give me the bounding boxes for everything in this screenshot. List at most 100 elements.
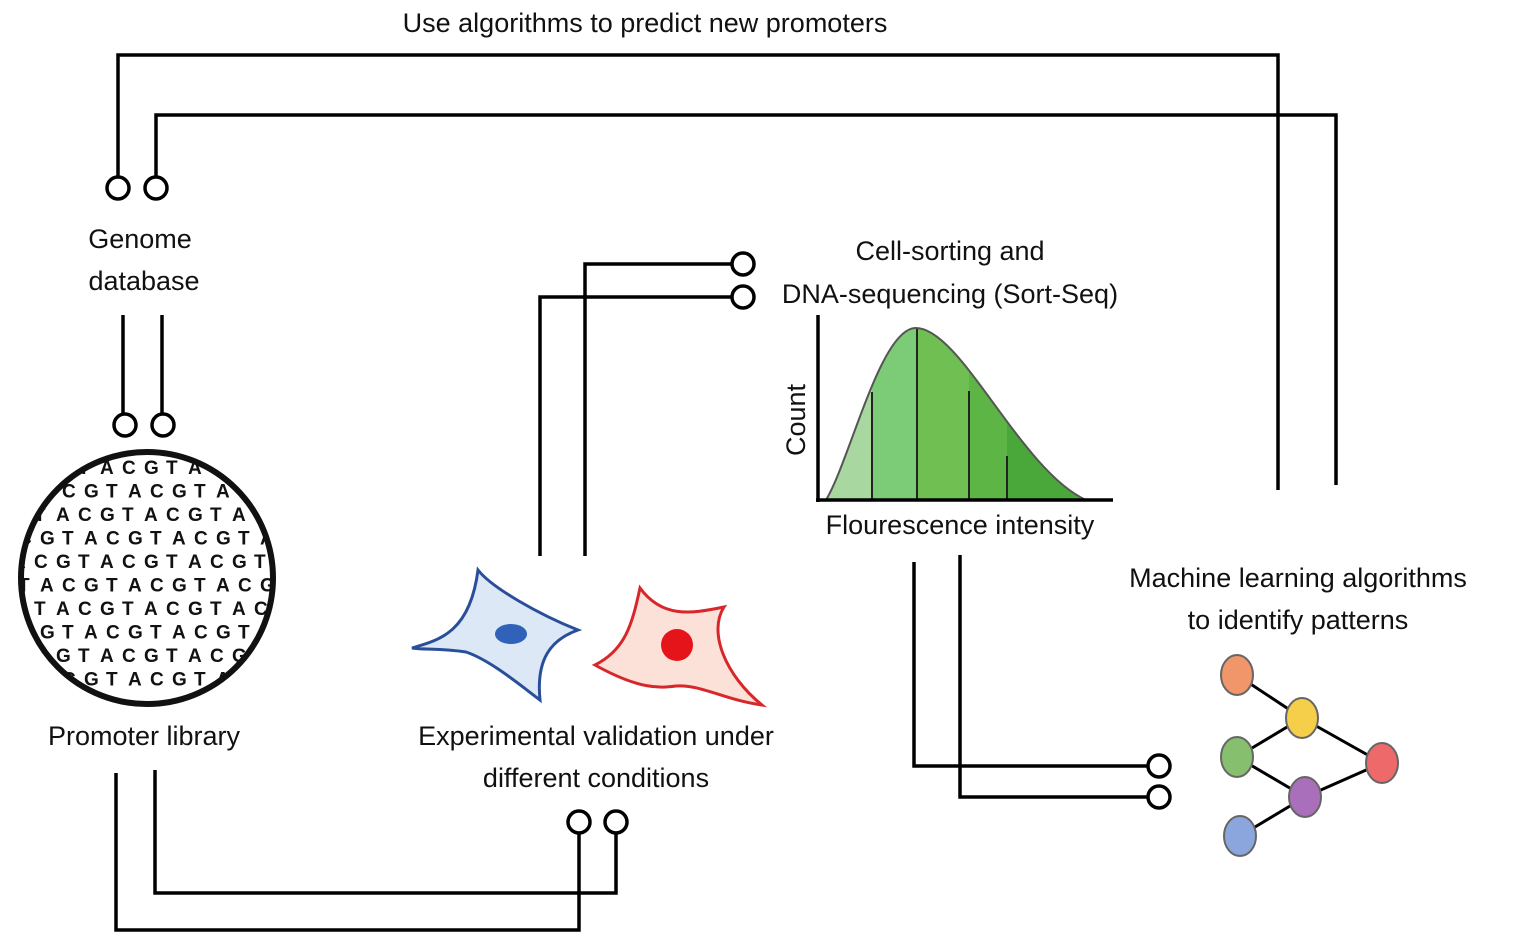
dna-base-letter: C [122,646,136,667]
dna-base-letter: T [62,623,74,644]
dna-base-letter: C [62,482,76,503]
dna-base-letter: G [128,623,143,644]
dna-base-letter: T [298,505,310,526]
ml-label-line2: to identify patterns [1188,605,1409,635]
dna-base-letter: A [128,576,142,597]
sortseq-histogram: Count Flourescence intensity [781,315,1113,540]
nn-node [1285,697,1319,739]
dna-base-letter: G [40,529,55,550]
dna-base-letter: T [254,552,266,573]
dna-base-letter: T [166,458,178,479]
dna-base-letter: T [254,458,266,479]
dna-base-letter: T [78,552,90,573]
dna-base-letter: T [106,576,118,597]
dna-base-letter: A [40,670,54,691]
dna-base-letter: A [12,646,26,667]
nn-node [1365,742,1399,784]
dna-base-letter: A [100,458,114,479]
dna-base-letter: A [12,458,26,479]
dna-base-letter: T [18,576,30,597]
dna-base-letter: T [150,623,162,644]
red-cell-nucleus [661,629,693,661]
dna-base-letter: T [150,529,162,550]
histogram-x-axis-label: Flourescence intensity [826,510,1095,540]
dna-base-letter: C [194,623,208,644]
dna-base-letter: A [56,599,70,620]
histogram-y-axis-label: Count [781,383,811,456]
dna-base-letter: T [166,552,178,573]
dna-base-letter: G [188,599,203,620]
library-to-validation-wire [114,770,618,932]
dna-base-letter: C [194,529,208,550]
top-loop-label: Use algorithms to predict new promoters [403,8,888,38]
dna-base-letter: A [172,529,186,550]
dna-base-letter: T [106,670,118,691]
histogram-bin [826,327,872,500]
dna-base-letter: A [84,529,98,550]
dna-base-letter: C [122,552,136,573]
dna-base-letter: T [298,599,310,620]
dna-base-letter: A [188,552,202,573]
dna-base-letter: G [172,576,187,597]
dna-base-letter: C [106,529,120,550]
dna-base-letter: A [216,482,230,503]
dna-base-letter: C [150,576,164,597]
dna-base-letter: A [40,576,54,597]
dna-base-letter: T [282,482,294,503]
histogram-axes [816,315,1113,502]
dna-base-letter: C [166,599,180,620]
dna-base-letter: T [282,670,294,691]
validation-label-line2: different conditions [483,763,709,793]
dna-base-letter: A [144,599,158,620]
dna-base-letter: G [304,529,319,550]
dna-base-letter: G [128,529,143,550]
dna-base-letter: G [84,482,99,503]
dna-base-letter: C [106,623,120,644]
dna-base-letter: C [282,529,296,550]
dna-base-letter: A [188,646,202,667]
dna-base-letter: T [194,482,206,503]
dna-base-letter: T [122,599,134,620]
genome-top-ports [105,175,169,201]
dna-base-letter: C [62,576,76,597]
nn-node [1288,776,1322,818]
dna-base-letter: A [128,482,142,503]
dna-base-letter: C [238,670,252,691]
dna-base-letter: G [216,529,231,550]
dna-base-letter: T [282,576,294,597]
histogram-bin [917,327,969,500]
dna-base-letter: C [210,646,224,667]
dna-base-letter: A [276,552,290,573]
dna-base-letter: G [216,623,231,644]
dna-base-letter: A [304,670,318,691]
dna-base-letter: A [276,646,290,667]
dna-base-letter: C [210,552,224,573]
genome-database-label-line1: Genome [88,224,192,254]
histogram-bin [1007,327,1086,500]
dna-base-letter: T [78,646,90,667]
dna-base-letter: G [12,505,27,526]
genome-to-library-wire [121,315,164,414]
dna-base-letter: A [232,599,246,620]
dna-base-letter: G [260,482,275,503]
dna-base-letter: T [210,505,222,526]
dna-base-letter: T [34,599,46,620]
sortseq-label-line2: DNA-sequencing (Sort-Seq) [782,279,1118,309]
dna-base-letter: T [210,599,222,620]
dna-base-letter: C [78,599,92,620]
sortseq-label-line1: Cell-sorting and [855,236,1044,266]
dna-base-letter: C [34,458,48,479]
dna-base-letter: A [304,576,318,597]
dna-base-letter: A [232,505,246,526]
dna-base-letter: G [56,646,71,667]
dna-base-letter: C [298,458,312,479]
dna-base-letter: C [166,505,180,526]
dna-base-letter: A [100,552,114,573]
dna-base-letter: T [106,482,118,503]
dna-base-letter: A [128,670,142,691]
blue-cell [411,566,583,704]
dna-base-letter: A [304,482,318,503]
dna-base-letter: G [232,458,247,479]
dna-base-letter: G [100,599,115,620]
dna-base-letter: G [144,458,159,479]
